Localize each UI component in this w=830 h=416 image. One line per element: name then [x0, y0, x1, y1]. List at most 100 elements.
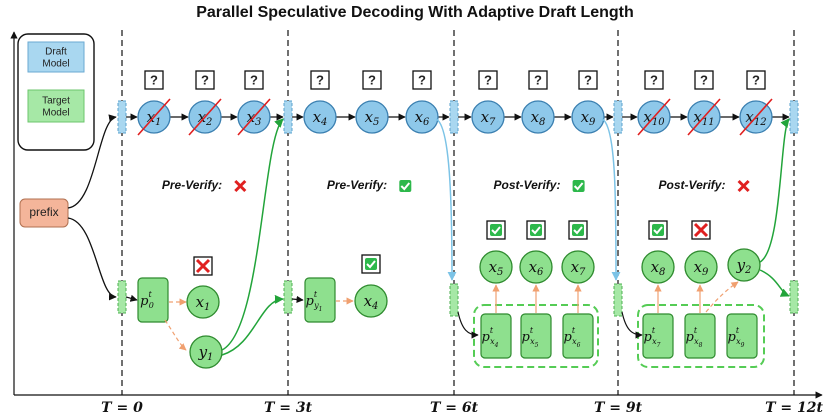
check-icon-bg [572, 224, 584, 236]
token-symbol: y [736, 256, 746, 274]
token-subscript: 7 [579, 267, 586, 278]
target-token-label: x1 [196, 293, 211, 313]
orange-arrow [164, 319, 187, 351]
blue-arrow [435, 118, 457, 281]
legend-draft-line2: Model [42, 59, 69, 70]
prob-symbol: p [306, 294, 315, 309]
phase-check-icon [399, 180, 412, 192]
token-symbol: x [481, 108, 490, 126]
legend-draft-line1: Draft [45, 47, 67, 58]
token-subscript: 7 [489, 117, 496, 128]
draft-sync-bar [789, 100, 799, 134]
prefix-to-draft-arrow [67, 114, 117, 209]
draft-token-label: x5 [365, 108, 380, 128]
target-arrow [125, 294, 138, 302]
target-token-label: y2 [736, 256, 752, 276]
token-subscript: 12 [754, 117, 767, 128]
prob-subscript: x [652, 337, 657, 346]
check-icon [573, 226, 583, 235]
token-symbol: x [643, 108, 652, 126]
unknown-mark: ? [650, 72, 658, 87]
reject-strike [687, 98, 721, 136]
legend-target-line1: Target [42, 96, 70, 107]
target-token-label: x7 [571, 258, 586, 278]
time-label: T = 12t [765, 400, 823, 416]
unknown-box [412, 70, 432, 90]
draft-sync-bar [613, 100, 623, 134]
draft-token-label: x3 [247, 108, 262, 128]
prob-superscript: t [530, 326, 534, 335]
unknown-mark: ? [316, 72, 324, 87]
phase-label: Pre-Verify: [162, 178, 222, 192]
check-icon-bg [490, 224, 502, 236]
prob-superscript: t [314, 290, 318, 299]
target-token-label: x9 [694, 258, 709, 278]
token-symbol: x [198, 108, 207, 126]
prob-subsubscript: 9 [741, 342, 745, 349]
unknown-box [578, 70, 598, 90]
token-symbol: x [571, 258, 580, 276]
target-sync-bar [283, 280, 293, 314]
phase-check-icon [572, 180, 585, 192]
token-symbol: x [196, 293, 205, 311]
reject-strike [637, 98, 671, 136]
prob-superscript: t [149, 290, 153, 299]
token-subscript: 3 [255, 117, 261, 128]
check-icon-bg [530, 224, 542, 236]
check-icon [653, 226, 663, 235]
token-subscript: 1 [155, 117, 161, 128]
unknown-box [746, 70, 766, 90]
token-symbol: x [651, 258, 660, 276]
target-token-label: x8 [651, 258, 666, 278]
reject-strike [237, 98, 271, 136]
unknown-mark: ? [700, 72, 708, 87]
prob-subsubscript: 1 [319, 306, 323, 313]
blue-arrow [601, 118, 621, 281]
prob-box [726, 313, 758, 359]
legend-target-swatch [27, 89, 85, 123]
check-icon-bg [365, 258, 377, 270]
token-subscript: 2 [744, 265, 751, 276]
prob-superscript: t [490, 326, 494, 335]
prob-symbol: p [522, 330, 531, 345]
green-arrow [759, 269, 790, 297]
token-subscript: 6 [537, 267, 544, 278]
prob-symbol: p [728, 330, 737, 345]
check-icon-bg [652, 224, 664, 236]
token-symbol: x [529, 258, 538, 276]
unknown-mark: ? [584, 72, 592, 87]
green-arrow [221, 118, 284, 351]
token-subscript: 11 [702, 117, 715, 128]
token-subscript: 1 [204, 302, 210, 313]
draft-token [405, 100, 439, 134]
cross-icon [195, 258, 211, 274]
prob-subscript: y [313, 301, 319, 310]
unknown-box [144, 70, 164, 90]
target-token [727, 248, 761, 282]
token-subscript: 8 [659, 267, 665, 278]
token-subscript: 2 [205, 117, 212, 128]
prob-subscript: 0 [149, 301, 154, 310]
prob-symbol: p [482, 330, 491, 345]
green-arrow [221, 294, 284, 356]
token-symbol: x [313, 108, 322, 126]
unknown-box [362, 70, 382, 90]
draft-sync-bar [117, 100, 127, 134]
target-arrow [621, 311, 643, 339]
token-symbol: x [694, 258, 703, 276]
check-icon [531, 226, 541, 235]
unknown-box [644, 70, 664, 90]
unknown-mark: ? [368, 72, 376, 87]
unknown-box [244, 70, 264, 90]
phase-label: Post-Verify: [659, 178, 726, 192]
prob-superscript: t [694, 326, 698, 335]
target-token-label: y1 [198, 343, 214, 363]
prob-box [684, 313, 716, 359]
target-token-label: x5 [489, 258, 504, 278]
draft-token-label: x12 [745, 108, 766, 128]
token-subscript: 4 [371, 301, 378, 312]
token-symbol: x [489, 258, 498, 276]
